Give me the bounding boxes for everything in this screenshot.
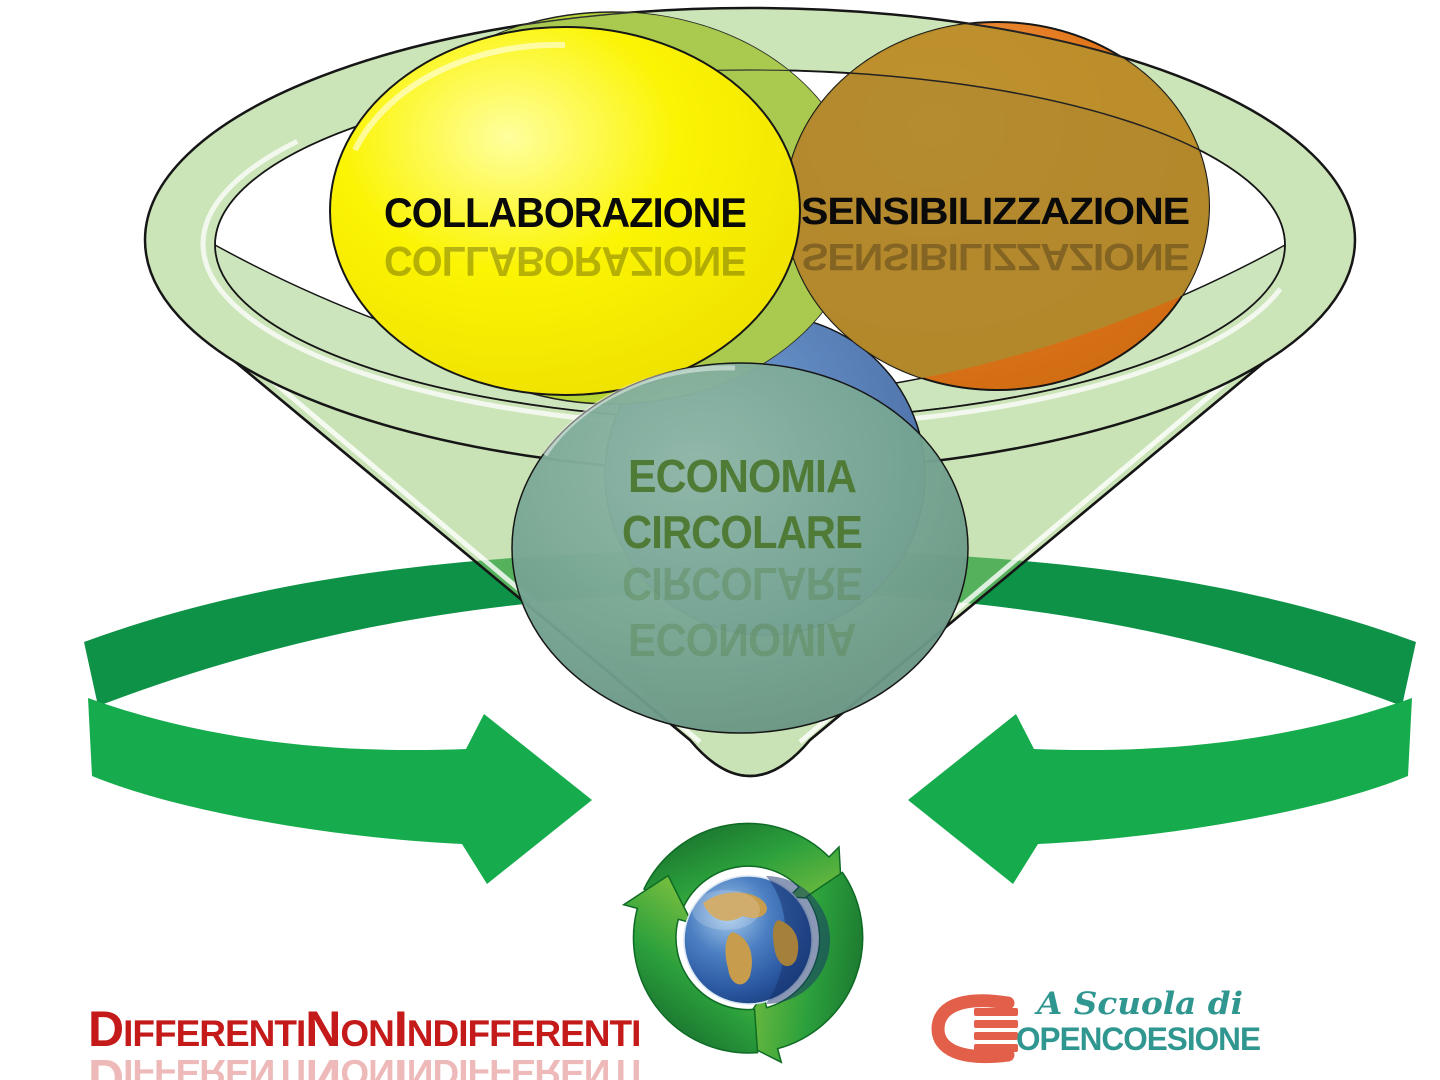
- node-economia-circolare-circle: [511, 362, 969, 734]
- economia-label-line2: CIRCOLARE: [622, 506, 862, 558]
- economia-label-line1: ECONOMIA: [628, 450, 856, 502]
- title-part-small: IFFERENTI: [123, 1013, 305, 1054]
- brand-line2: OPENCOESIONE: [1016, 1021, 1261, 1057]
- title-part-small: ON: [340, 1013, 394, 1054]
- title-part-big: N: [305, 1001, 340, 1057]
- circular-arrow-left-front-band: [88, 698, 592, 884]
- economia-label-reflection1: ECONOMIA: [628, 614, 856, 666]
- book-pages-icon: [931, 994, 1018, 1064]
- project-title: DIFFERENTINONINDIFFERENTI DIFFERENTINONI…: [88, 1001, 641, 1080]
- collaborazione-gloss: [352, 41, 566, 152]
- collaborazione-label-reflection: COLLABORAZIONE: [384, 238, 746, 285]
- sensibilizzazione-label-reflection: SENSIBILIZZAZIONE: [801, 235, 1189, 277]
- title-part-big: I: [394, 1001, 407, 1057]
- title-part-small: NDIFFERENTI: [407, 1013, 641, 1054]
- opencoesione-logo: A Scuola di OPENCOESIONE: [931, 986, 1262, 1064]
- economia-label-reflection2: CIRCOLARE: [622, 558, 862, 610]
- recycle-earth-icon: [621, 822, 864, 1064]
- title-part-big: D: [88, 1001, 123, 1057]
- sensibilizzazione-label: SENSIBILIZZAZIONE: [801, 191, 1189, 233]
- collaborazione-label: COLLABORAZIONE: [384, 189, 746, 236]
- svg-text:DIFFERENTINONINDIFFERENTI: DIFFERENTINONINDIFFERENTI: [88, 1001, 640, 1057]
- circular-arrow-right-front-band: [908, 698, 1412, 884]
- brand-line1: A Scuola di: [1034, 986, 1243, 1022]
- economia-circolare-gloss: [542, 365, 736, 457]
- project-title-reflection: DIFFERENTINONINDIFFERENTI: [88, 1049, 640, 1080]
- node-collaborazione-ellipse: [329, 26, 801, 396]
- earth-globe: [683, 875, 830, 1005]
- funnel-overlap-on-orange: [785, 22, 1209, 390]
